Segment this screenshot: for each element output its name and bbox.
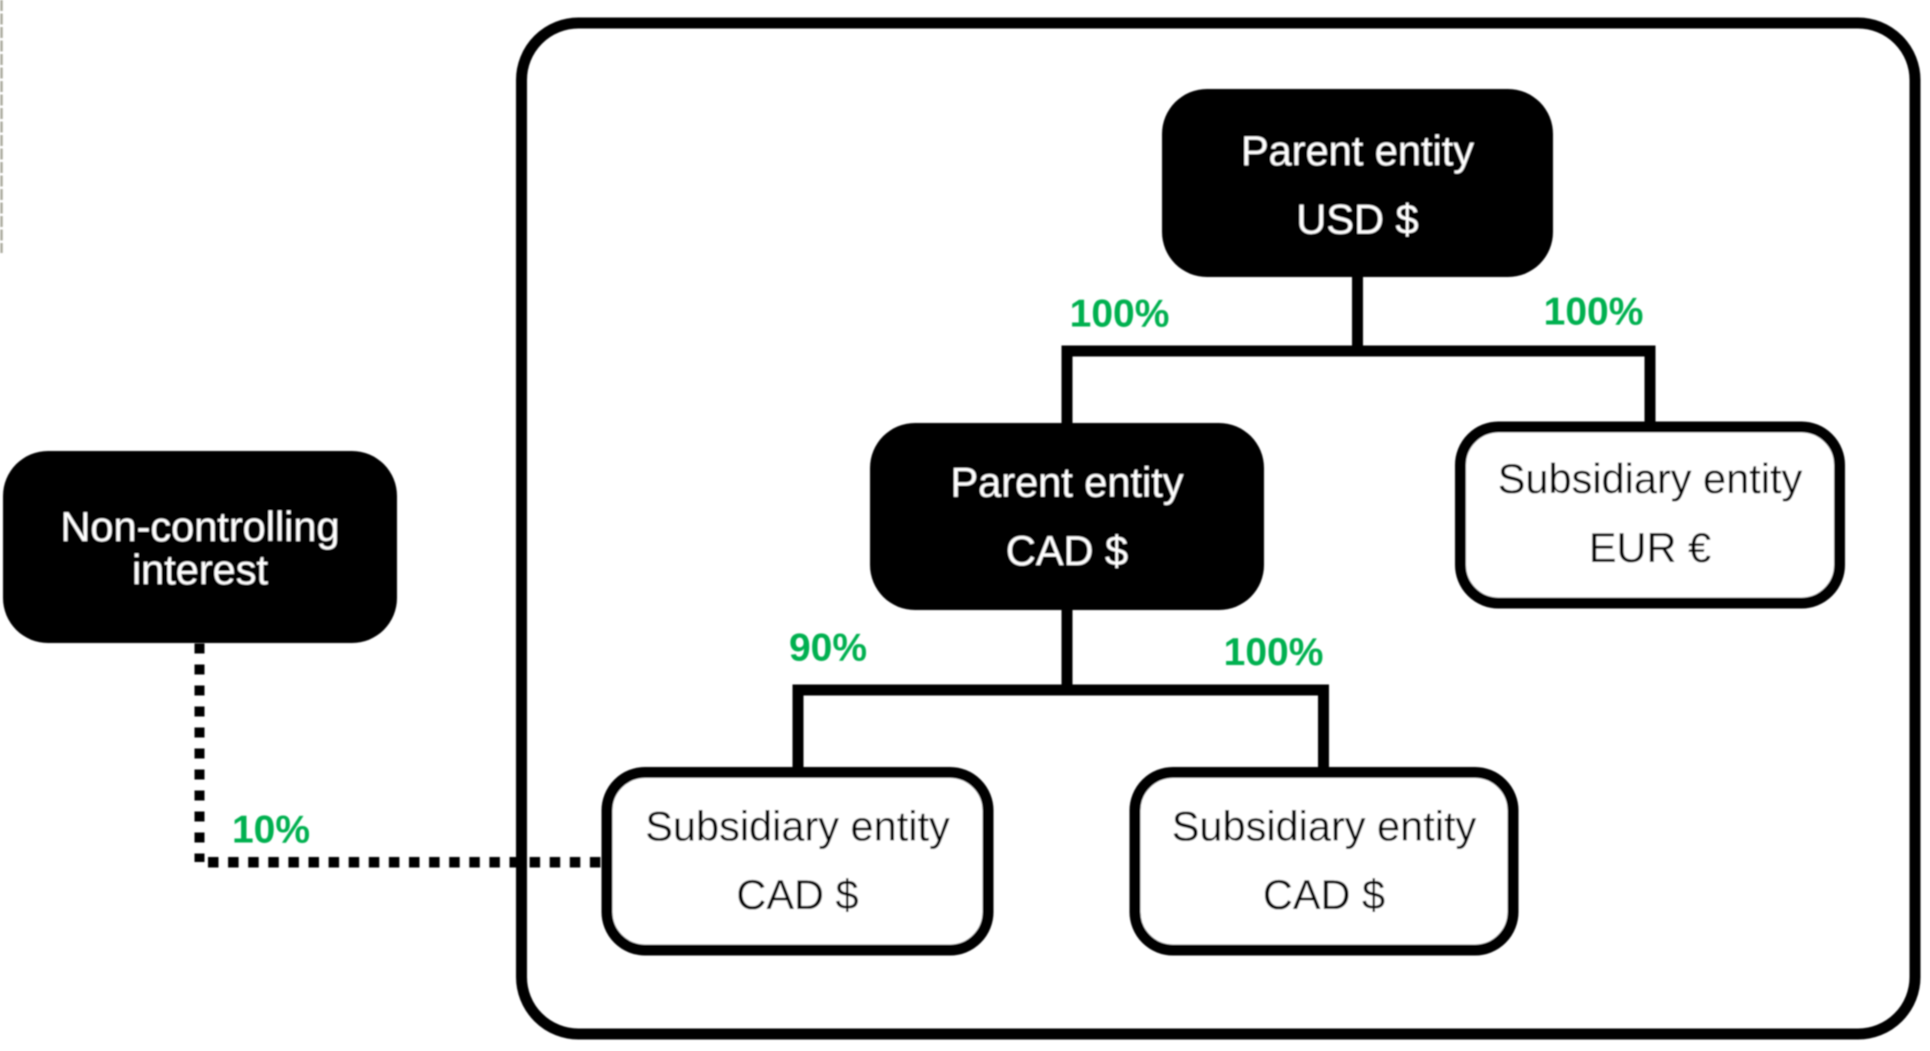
svg-text:Parent entity: Parent entity <box>1241 127 1474 174</box>
svg-text:CAD $: CAD $ <box>1263 871 1385 918</box>
svg-text:Subsidiary entity: Subsidiary entity <box>1172 803 1477 850</box>
svg-text:CAD $: CAD $ <box>736 871 858 918</box>
svg-text:Non-controlling: Non-controlling <box>60 503 339 550</box>
svg-text:CAD $: CAD $ <box>1006 527 1128 574</box>
svg-text:100%: 100% <box>1224 631 1324 674</box>
svg-text:EUR €: EUR € <box>1589 524 1711 571</box>
svg-text:100%: 100% <box>1544 291 1644 334</box>
svg-text:USD $: USD $ <box>1296 196 1418 243</box>
svg-text:Subsidiary entity: Subsidiary entity <box>1498 455 1803 502</box>
svg-text:10%: 10% <box>232 809 310 852</box>
svg-text:Parent entity: Parent entity <box>951 459 1184 506</box>
svg-text:interest: interest <box>132 546 269 593</box>
svg-text:100%: 100% <box>1070 293 1170 336</box>
svg-text:Subsidiary entity: Subsidiary entity <box>645 803 950 850</box>
svg-text:90%: 90% <box>789 627 867 670</box>
